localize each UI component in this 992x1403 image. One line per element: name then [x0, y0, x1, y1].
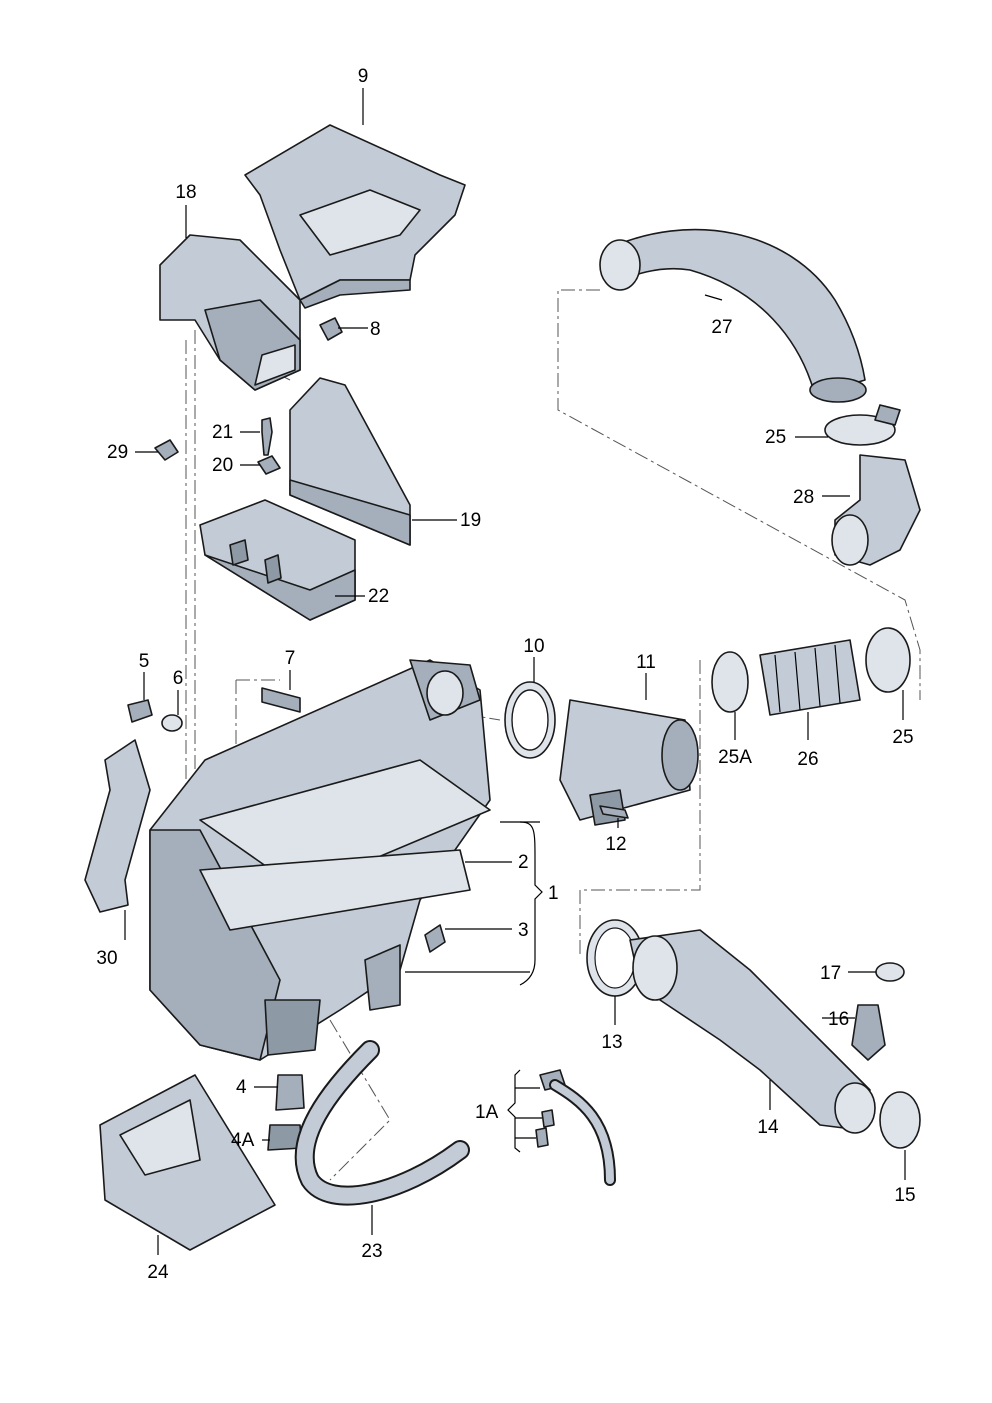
part-22-lower-duct: [199, 499, 356, 621]
callout-9: 9: [358, 66, 369, 87]
callout-7: 7: [285, 648, 296, 669]
part-9-engine-cover: [244, 124, 466, 309]
callout-13: 13: [601, 1032, 622, 1053]
part-25-clamp-upper: [824, 404, 901, 446]
part-23-hose: [294, 1040, 470, 1206]
callout-labels: 9 18 8 21 20 29 19 22 27 25 28 5 6 7 10 …: [96, 66, 915, 1283]
part-20-nut: [257, 455, 281, 475]
part-24-air-guide: [99, 1074, 276, 1251]
part-27-upper-pipe: [599, 228, 867, 403]
part-14-intake-hose: [629, 929, 876, 1134]
callout-4: 4: [236, 1077, 247, 1098]
part-7-bolt: [261, 687, 301, 713]
callout-10: 10: [523, 636, 544, 657]
callout-24: 24: [147, 1262, 169, 1283]
callout-4a: 4A: [231, 1130, 255, 1151]
callout-3: 3: [518, 920, 529, 941]
callout-23: 23: [361, 1241, 382, 1262]
callout-25-right: 25: [892, 727, 913, 748]
callout-17: 17: [820, 963, 841, 984]
part-21-screw: [261, 417, 273, 456]
callout-25a: 25A: [718, 747, 752, 768]
part-15-clamp: [879, 1091, 921, 1149]
part-25a-clamp: [711, 651, 749, 713]
part-30-bracket: [84, 739, 151, 913]
part-1a-bracket-kit: [535, 1069, 616, 1186]
part-3-clip: [424, 924, 446, 953]
callout-16: 16: [828, 1009, 849, 1030]
callout-6: 6: [173, 668, 184, 689]
callout-27: 27: [711, 317, 732, 338]
callout-29: 29: [107, 442, 128, 463]
part-19-air-duct: [289, 377, 411, 546]
part-16-elbow-connector: [851, 1004, 886, 1061]
part-10-sealing-ring: [504, 681, 556, 759]
part-17-hose-clip: [875, 962, 905, 982]
callout-1: 1: [548, 883, 559, 904]
callout-15: 15: [894, 1185, 915, 1206]
part-6-washer: [161, 714, 183, 732]
callout-28: 28: [793, 487, 814, 508]
part-4-rubber-mount: [275, 1074, 305, 1111]
part-28-elbow: [831, 454, 921, 566]
callout-20: 20: [212, 455, 233, 476]
callout-8: 8: [370, 319, 381, 340]
part-29-clip: [154, 439, 179, 461]
part-26-bellows-hose: [759, 639, 861, 716]
part-8-clip: [319, 317, 343, 341]
callout-25-upper: 25: [765, 427, 786, 448]
callout-21: 21: [212, 422, 233, 443]
part-18-intake-snorkel: [159, 234, 301, 391]
leader-lines: [124, 88, 906, 1255]
callout-19: 19: [460, 510, 481, 531]
callout-26: 26: [797, 749, 818, 770]
callout-18: 18: [175, 182, 196, 203]
part-11-air-mass-meter: [559, 699, 699, 826]
part-2-filter-element: [199, 849, 471, 931]
callout-11: 11: [636, 652, 656, 673]
callout-22: 22: [368, 586, 389, 607]
callout-1a: 1A: [475, 1102, 499, 1123]
callout-2: 2: [518, 852, 529, 873]
part-25-clamp-right: [865, 627, 911, 693]
part-12-screw: [599, 805, 629, 819]
part-5-grommet: [127, 699, 153, 723]
callout-14: 14: [757, 1117, 779, 1138]
part-13-clamp: [586, 919, 644, 997]
callout-30: 30: [96, 948, 117, 969]
callout-5: 5: [139, 651, 150, 672]
callout-12: 12: [605, 834, 626, 855]
